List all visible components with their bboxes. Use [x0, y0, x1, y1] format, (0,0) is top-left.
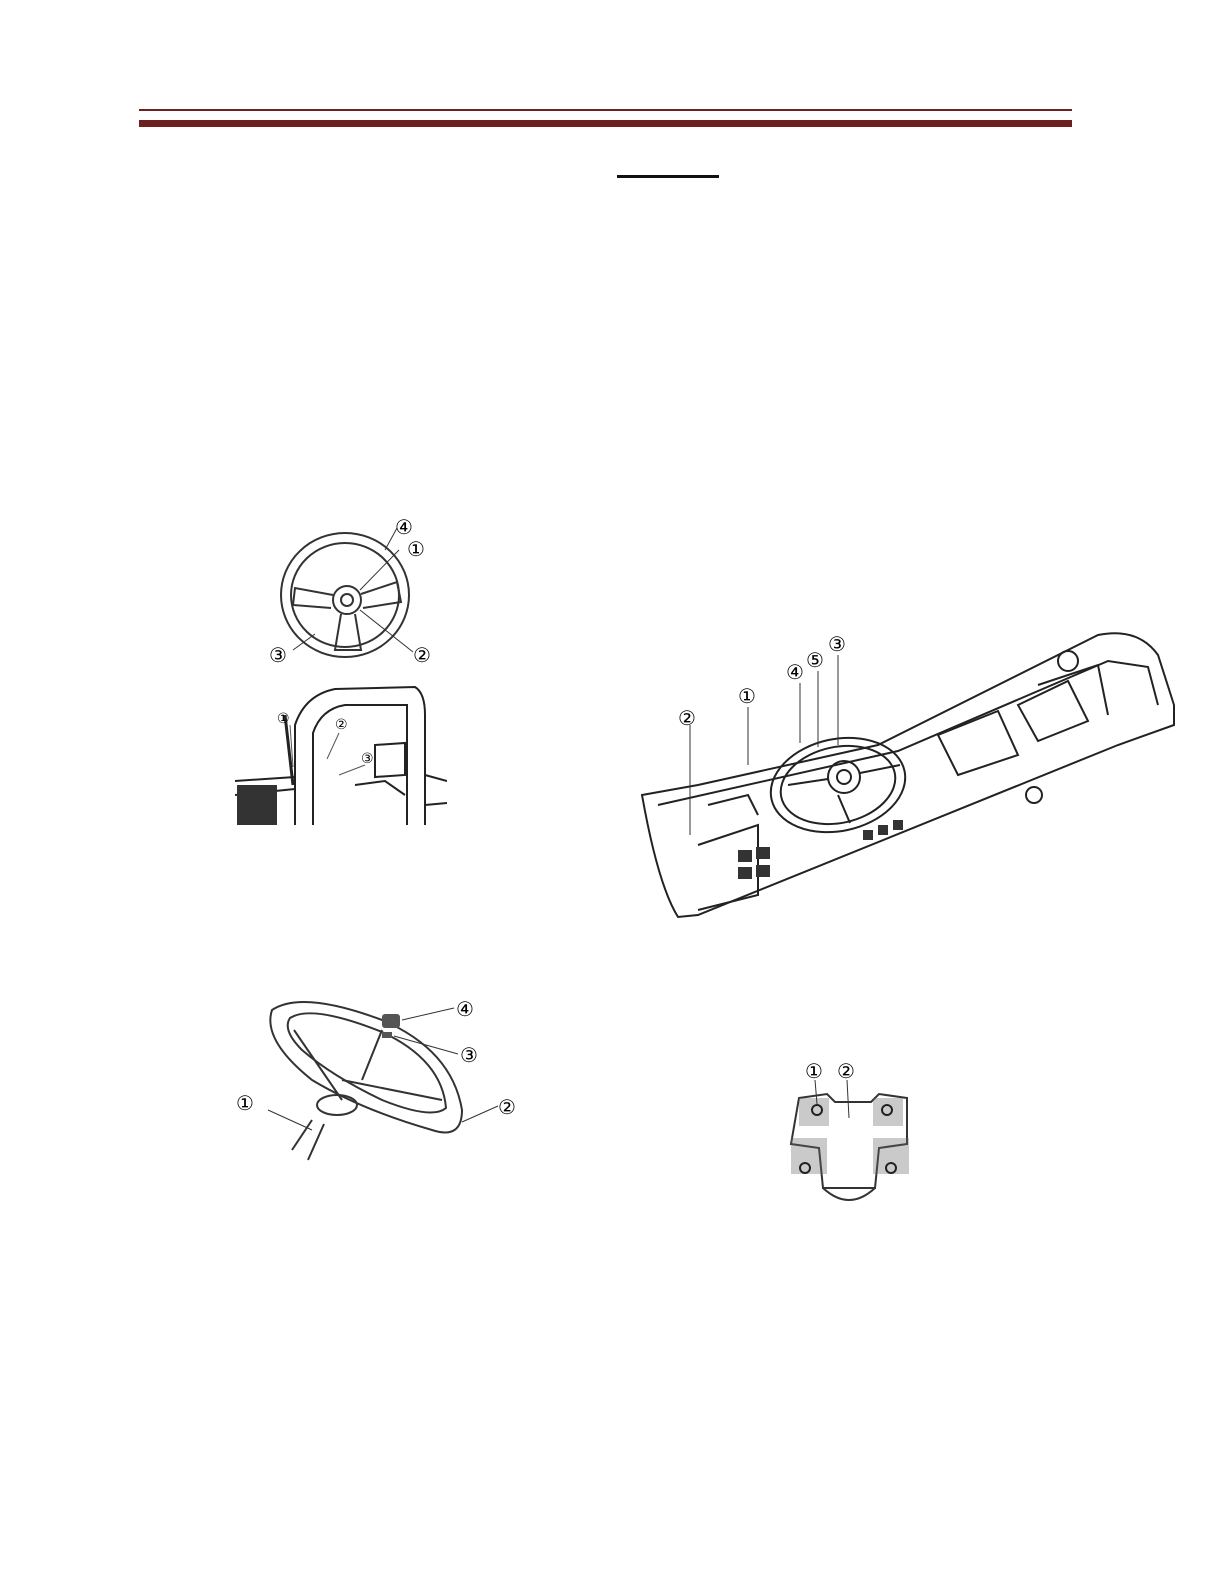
- wheel-exploded-callout-3: ③: [460, 1043, 478, 1067]
- steering-wheel-callout-1: ①: [407, 537, 425, 561]
- header-rule-thick: [139, 120, 1072, 127]
- dashboard-figure: ② ① ④ ⑤ ③: [638, 625, 1178, 920]
- column-cover-callout-2: ②: [837, 1059, 855, 1083]
- cab-side-callout-2: ②: [335, 717, 348, 733]
- wheel-exploded-callout-2: ②: [498, 1095, 516, 1119]
- dashboard-callout-4: ④: [786, 660, 804, 684]
- dashboard-callout-2: ②: [678, 706, 696, 730]
- wheel-exploded-callout-1: ①: [236, 1091, 254, 1115]
- dashboard-callout-3: ③: [828, 632, 846, 656]
- column-cover-figure: ① ②: [783, 1058, 918, 1220]
- dashboard-callout-5: ⑤: [806, 648, 824, 672]
- steering-wheel-callout-2: ②: [413, 643, 431, 667]
- section-title-underline: [617, 175, 719, 178]
- cab-side-callout-3: ③: [361, 751, 374, 767]
- steering-wheel-figure: ④ ① ③ ②: [265, 510, 445, 670]
- dashboard-callout-1: ①: [738, 684, 756, 708]
- column-cover-callout-1: ①: [805, 1059, 823, 1083]
- wheel-exploded-callout-4: ④: [456, 997, 474, 1021]
- steering-wheel-callout-4: ④: [395, 515, 413, 539]
- header-rule-thin: [139, 109, 1072, 111]
- cab-side-callout-1: ①: [277, 711, 290, 727]
- wheel-exploded-figure: ④ ③ ① ②: [232, 990, 532, 1165]
- steering-wheel-callout-3: ③: [269, 643, 287, 667]
- cab-side-figure: ① ② ③: [235, 685, 447, 831]
